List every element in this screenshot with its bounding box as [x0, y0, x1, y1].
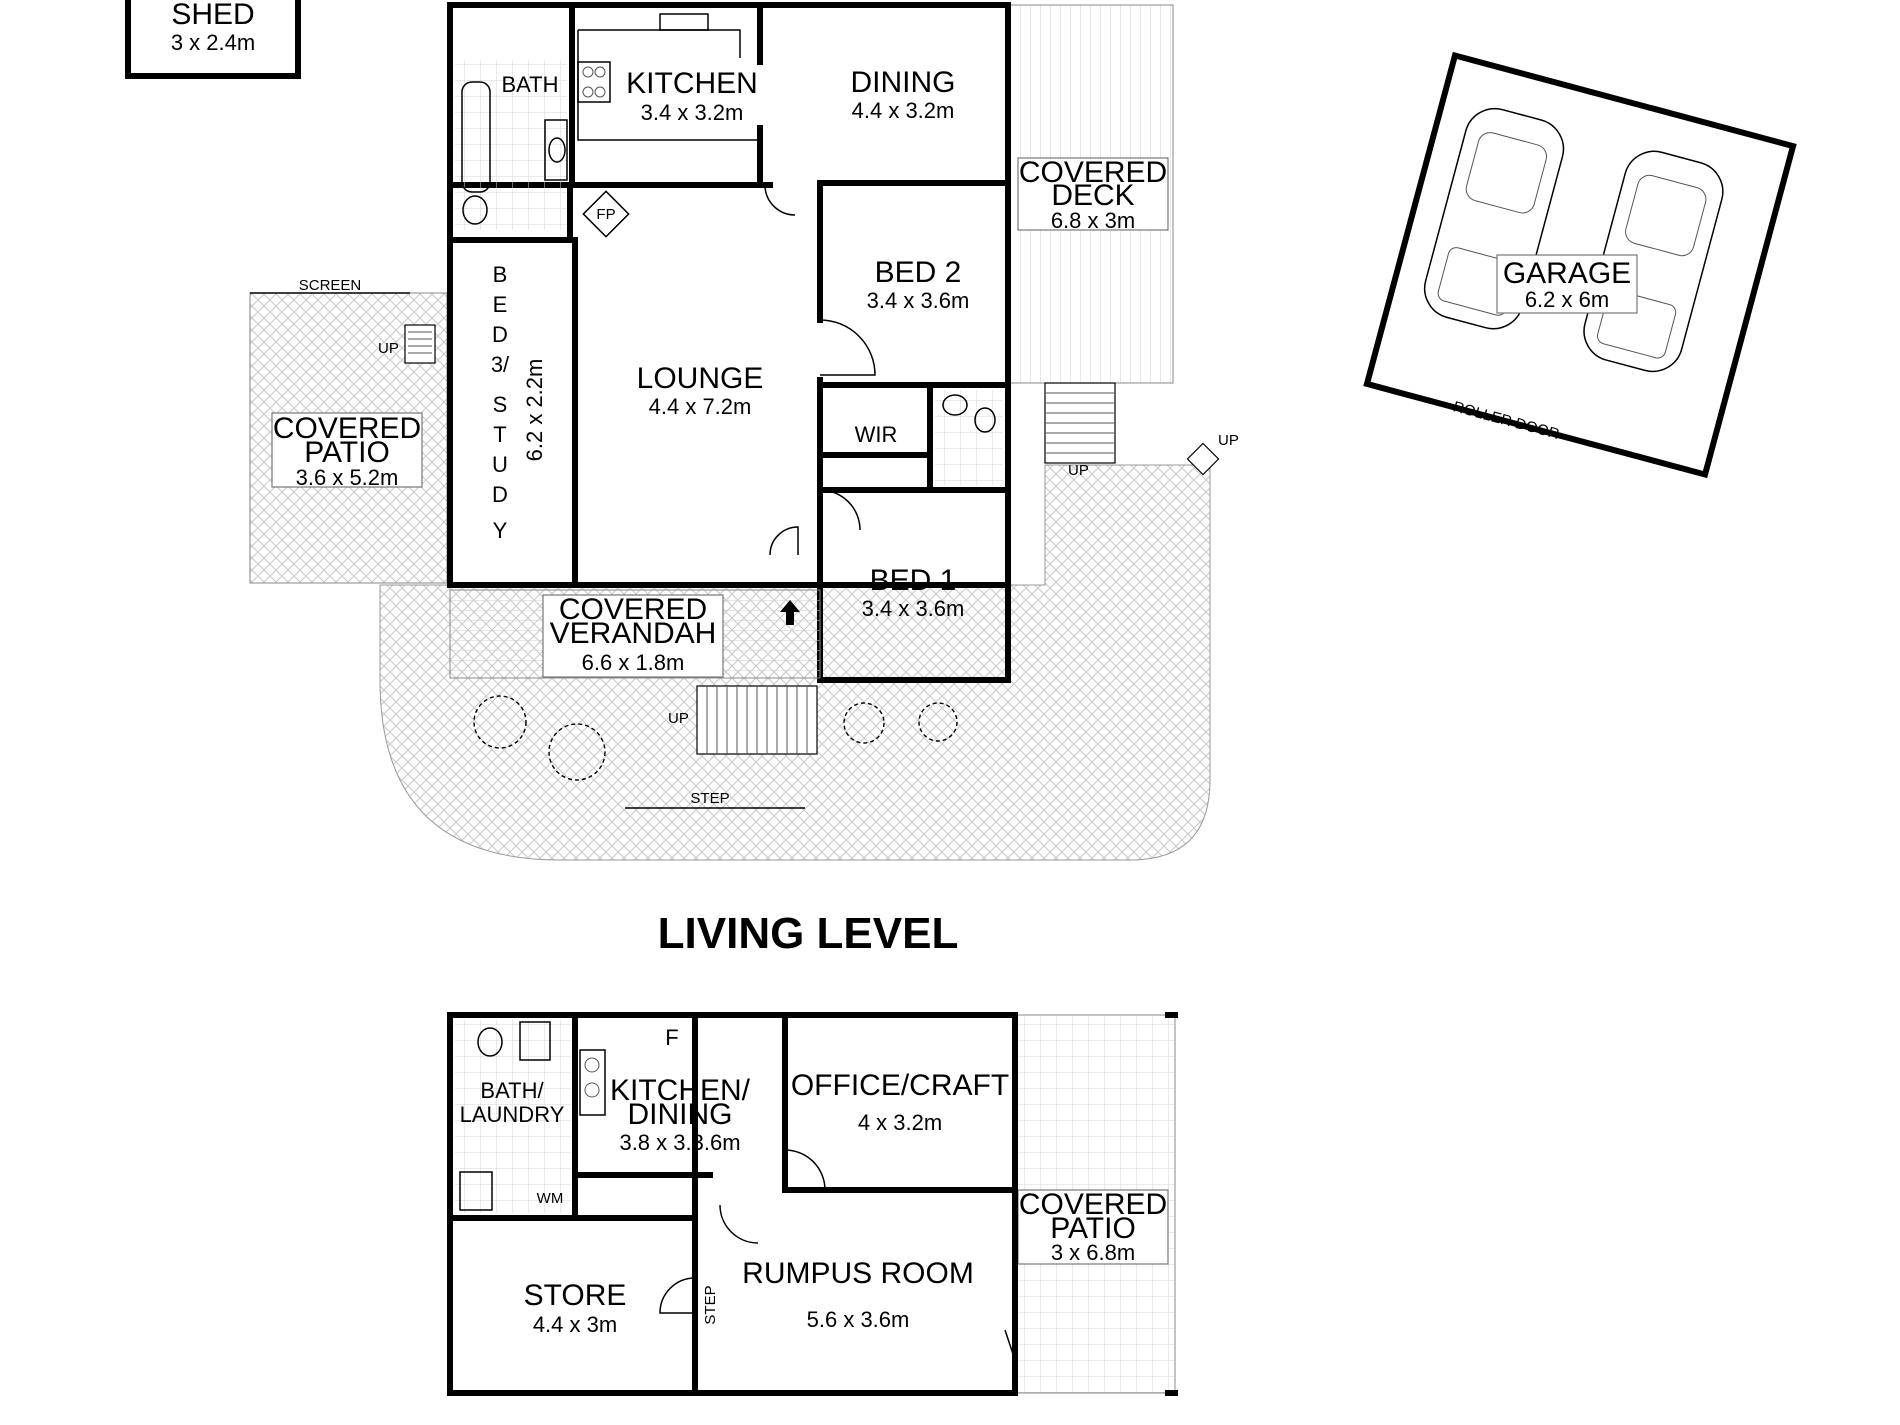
garage-dim: 6.2 x 6m [1525, 287, 1609, 312]
covered-patio-upper-label-1: COVERED [273, 412, 421, 445]
kitchen-dining-label-1: KITCHEN/ [610, 1074, 751, 1107]
garage [1363, 51, 1797, 479]
office-craft-dim: 4 x 3.2m [858, 1110, 942, 1135]
roller-door-label: ROLLER DOOR [1451, 398, 1561, 443]
shed-dim: 3 x 2.4m [171, 30, 255, 55]
covered-deck-label-1: COVERED [1019, 156, 1167, 189]
lower-house-outline [447, 1012, 1018, 1396]
kitchen-dining-dim: 3.8 x 3.3.6m [619, 1130, 740, 1155]
svg-text:3/: 3/ [491, 352, 510, 377]
kitchen-dining-label-2: DINING [628, 1098, 733, 1131]
bathtub [461, 81, 491, 193]
patio-stair [404, 324, 436, 364]
up-label-patio: UP [378, 340, 399, 357]
store-dim: 4.4 x 3m [533, 1312, 617, 1337]
living-level-title: LIVING LEVEL [658, 909, 959, 958]
svg-text:B: B [493, 262, 508, 287]
toilet [462, 195, 488, 225]
up-label-deck: UP [1068, 462, 1089, 479]
shrubs [473, 695, 958, 781]
covered-verandah-label-2: VERANDAH [550, 617, 717, 650]
rumpus-label: RUMPUS ROOM [742, 1257, 974, 1290]
svg-text:D: D [492, 322, 508, 347]
wm-label: WM [537, 1190, 564, 1207]
step-label-front: STEP [690, 790, 729, 807]
svg-text:T: T [493, 422, 506, 447]
bed3-study-label: B E D 3/ S T U D Y [491, 262, 510, 543]
bath-label: BATH [501, 72, 558, 97]
garage-label: GARAGE [1503, 257, 1631, 290]
store-label: STORE [524, 1279, 627, 1312]
svg-text:S: S [493, 392, 508, 417]
bed1-label: BED 1 [870, 564, 957, 597]
entry-arrow-icon [780, 600, 800, 625]
screen-label: SCREEN [299, 277, 362, 294]
dining-dim: 4.4 x 3.2m [852, 98, 955, 123]
bath-laundry-label-1: BATH/ [480, 1078, 544, 1103]
bed3-dim: 6.2 x 2.2m [522, 359, 547, 462]
up-label-front: UP [668, 710, 689, 727]
covered-patio-lower-label-1: COVERED [1019, 1188, 1167, 1221]
f-label: F [665, 1025, 678, 1050]
svg-text:D: D [492, 482, 508, 507]
covered-verandah-dim: 6.6 x 1.8m [582, 650, 685, 675]
lounge-dim: 4.4 x 7.2m [649, 394, 752, 419]
shed-label: SHED [171, 0, 254, 31]
svg-text:E: E [493, 292, 508, 317]
covered-patio-lower-dim: 3 x 6.8m [1051, 1240, 1135, 1265]
covered-verandah-label-1: COVERED [559, 593, 707, 626]
bed2-dim: 3.4 x 3.6m [867, 288, 970, 313]
covered-patio-upper-dim: 3.6 x 5.2m [296, 465, 399, 490]
covered-patio-lower-label-2: PATIO [1050, 1212, 1136, 1245]
svg-text:Y: Y [493, 518, 508, 543]
fp-label: FP [596, 206, 615, 223]
up-label-right: UP [1218, 432, 1239, 449]
kitchen-label: KITCHEN [626, 67, 758, 100]
bed2-label: BED 2 [875, 256, 962, 289]
covered-deck-dim: 6.8 x 3m [1051, 208, 1135, 233]
kitchen-label-box [612, 65, 764, 125]
step-label-lower: STEP [702, 1285, 719, 1324]
kitchen-dim: 3.4 x 3.2m [641, 100, 744, 125]
rumpus-dim: 5.6 x 3.6m [807, 1307, 910, 1332]
dining-label: DINING [851, 66, 956, 99]
svg-text:U: U [492, 452, 508, 477]
bed1-dim: 3.4 x 3.6m [862, 596, 965, 621]
office-craft-label: OFFICE/CRAFT [791, 1069, 1009, 1102]
covered-deck-label-2: DECK [1051, 179, 1134, 212]
lounge-label: LOUNGE [637, 362, 764, 395]
wir-label: WIR [855, 422, 898, 447]
bath-laundry-label-2: LAUNDRY [460, 1102, 565, 1127]
covered-patio-upper-label-2: PATIO [304, 436, 390, 469]
shed-outline [125, 0, 301, 79]
